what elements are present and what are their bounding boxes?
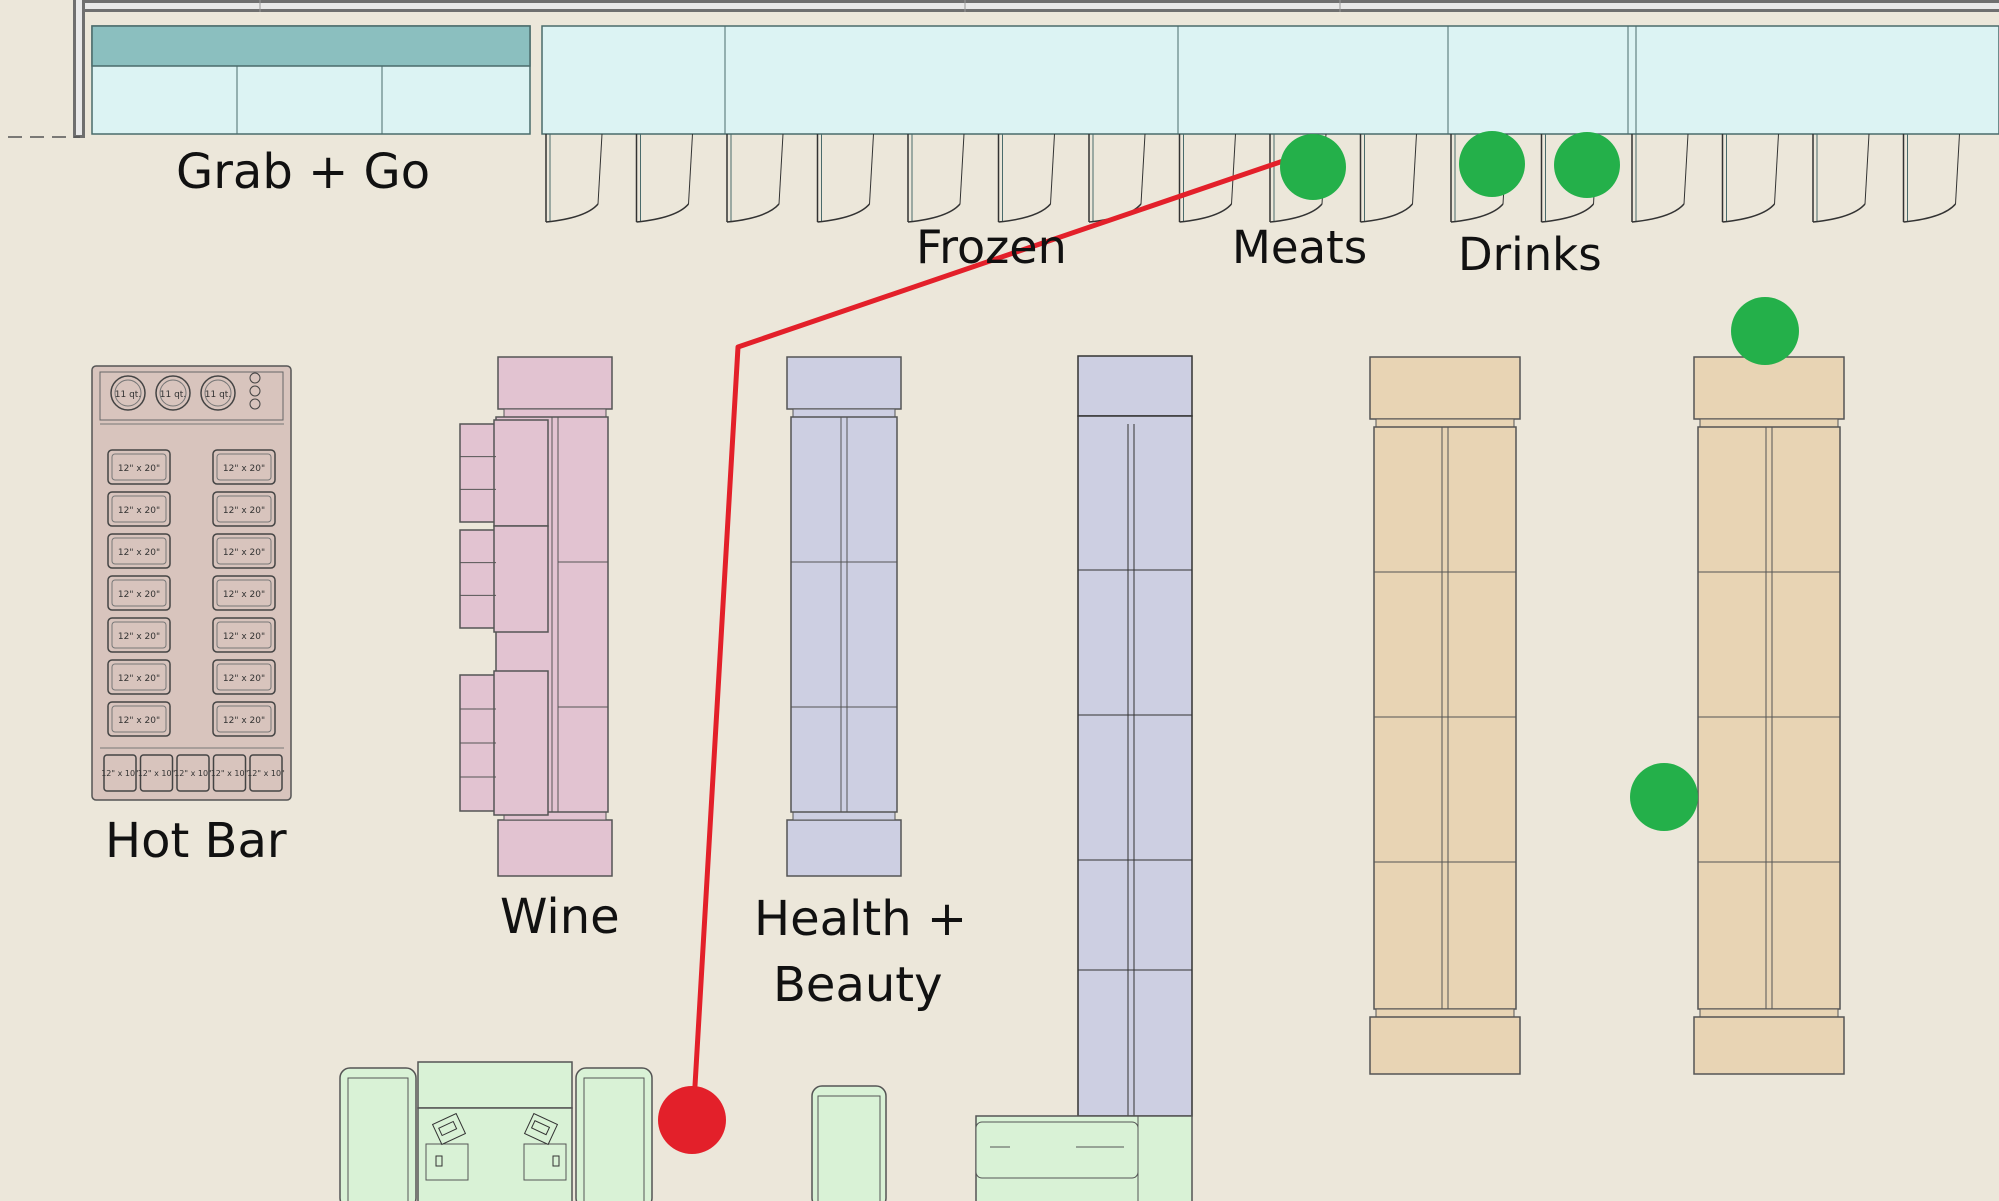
tan-shelf-2 [1693,356,1845,1075]
hot-bar-pan: 12" x 20" [212,575,276,611]
hot-bar-pan: 12" x 20" [212,617,276,653]
hot-bar-knob [249,398,261,410]
hot-bar-small-pan: 12" x 10" [138,754,176,792]
hot-bar-pan-label: 12" x 20" [223,548,265,558]
label-grab-go: Grab + Go [176,144,430,200]
grab-go-cooler [91,25,531,135]
waypoint-aisle-side-marker[interactable] [1630,763,1698,831]
start-point-marker[interactable] [658,1086,726,1154]
cooler-door [635,133,693,223]
cooler-door [997,133,1055,223]
hot-bar-small-pan-label: 12" x 10" [101,769,139,778]
wine-shelf [459,356,613,877]
hot-bar-pan: 12" x 20" [212,701,276,737]
hot-bar-pan-label: 12" x 20" [118,590,160,600]
hot-bar-counter: 11 qt.11 qt.11 qt. 12" x 20"12" x 20"12"… [91,365,292,801]
hot-bar-wells: 11 qt. 11 qt. 11 qt. [110,372,261,411]
route-path [690,157,1289,1123]
cooler-door [1359,133,1417,223]
register-right-icon [523,1112,559,1146]
hot-bar-small-pan-label: 12" x 10" [247,769,285,778]
hot-bar-well: 11 qt. [155,375,191,411]
cooler-door [1178,133,1236,223]
waypoint-drinks-2-marker[interactable] [1554,132,1620,198]
wine-rack [459,419,549,527]
label-meats: Meats [1232,221,1367,274]
waypoint-meats-marker[interactable] [1280,134,1346,200]
hot-bar-pan-label: 12" x 20" [118,506,160,516]
cooler-door [907,133,965,223]
cooler-door [1631,133,1689,223]
label-drinks: Drinks [1458,228,1602,281]
hot-bar-pan: 12" x 20" [107,575,171,611]
wall-cooler-case [541,25,1999,223]
cooler-door [1721,133,1779,223]
exterior-wall [8,0,1999,138]
hot-bar-well-label: 11 qt. [205,390,231,400]
cooler-door [545,133,603,223]
hot-bar-knob [249,385,261,397]
hot-bar-pan-label: 12" x 20" [223,632,265,642]
hot-bar-small-pan-label: 12" x 10" [211,769,249,778]
route-markers [658,131,1799,1154]
hot-bar-small-pan: 12" x 10" [101,754,139,792]
hot-bar-pan-label: 12" x 20" [118,632,160,642]
cooler-door [1902,133,1960,223]
health-beauty-shelf [786,356,902,877]
label-health-beauty-line2: Beauty [773,957,943,1013]
hot-bar-small-pan-label: 12" x 10" [174,769,212,778]
hot-bar-pan: 12" x 20" [212,533,276,569]
cooler-door [726,133,784,223]
hot-bar-small-pan-label: 12" x 10" [138,769,176,778]
center-aisle-shelf [1077,355,1193,1117]
hot-bar-pan-label: 12" x 20" [223,674,265,684]
cooler-doors [545,133,1960,223]
hot-bar-pan: 12" x 20" [212,491,276,527]
hot-bar-small-pan: 12" x 10" [247,754,285,792]
register-left-icon [431,1112,467,1146]
label-wine: Wine [500,889,620,945]
cooler-door [1812,133,1870,223]
hot-bar-well: 11 qt. [110,375,146,411]
hot-bar-pan: 12" x 20" [107,491,171,527]
hot-bar-well-label: 11 qt. [115,390,141,400]
hot-bar-pan-label: 12" x 20" [118,716,160,726]
hot-bar-pans: 12" x 20" 12" x 20" 12" x 20" 12" x 20" 12" … [100,423,285,792]
wine-rack [459,525,549,633]
hot-bar-knob [249,372,261,384]
section-labels: Grab + Go Frozen Meats Drinks Hot Bar Wi… [105,144,1602,1013]
hot-bar-pan: 12" x 20" [107,617,171,653]
cooler-door [816,133,874,223]
waypoint-aisle-end-marker[interactable] [1731,297,1799,365]
hot-bar-pan-label: 12" x 20" [223,590,265,600]
label-health-beauty-line1: Health + [754,891,967,947]
checkout-counters [339,1061,1193,1201]
hot-bar-pan: 12" x 20" [212,659,276,695]
hot-bar-pan: 12" x 20" [107,533,171,569]
wine-racks [459,419,549,816]
label-hot-bar: Hot Bar [105,813,287,869]
hot-bar-pan: 12" x 20" [107,701,171,737]
hot-bar-pan-label: 12" x 20" [118,464,160,474]
hot-bar-pan-label: 12" x 20" [223,716,265,726]
hot-bar-pan: 12" x 20" [212,449,276,485]
hot-bar-pan: 12" x 20" [107,659,171,695]
hot-bar-well: 11 qt. [200,375,236,411]
wine-rack [459,670,549,816]
hot-bar-pan: 12" x 20" [107,449,171,485]
hot-bar-small-pan: 12" x 10" [174,754,212,792]
hot-bar-pan-label: 12" x 20" [223,464,265,474]
hot-bar-pan-label: 12" x 20" [223,506,265,516]
hot-bar-pan-label: 12" x 20" [118,548,160,558]
tan-shelf-1 [1369,356,1521,1075]
waypoint-drinks-1-marker[interactable] [1459,131,1525,197]
hot-bar-well-label: 11 qt. [160,390,186,400]
label-frozen: Frozen [916,220,1067,274]
hot-bar-small-pan: 12" x 10" [211,754,249,792]
hot-bar-pan-label: 12" x 20" [118,674,160,684]
